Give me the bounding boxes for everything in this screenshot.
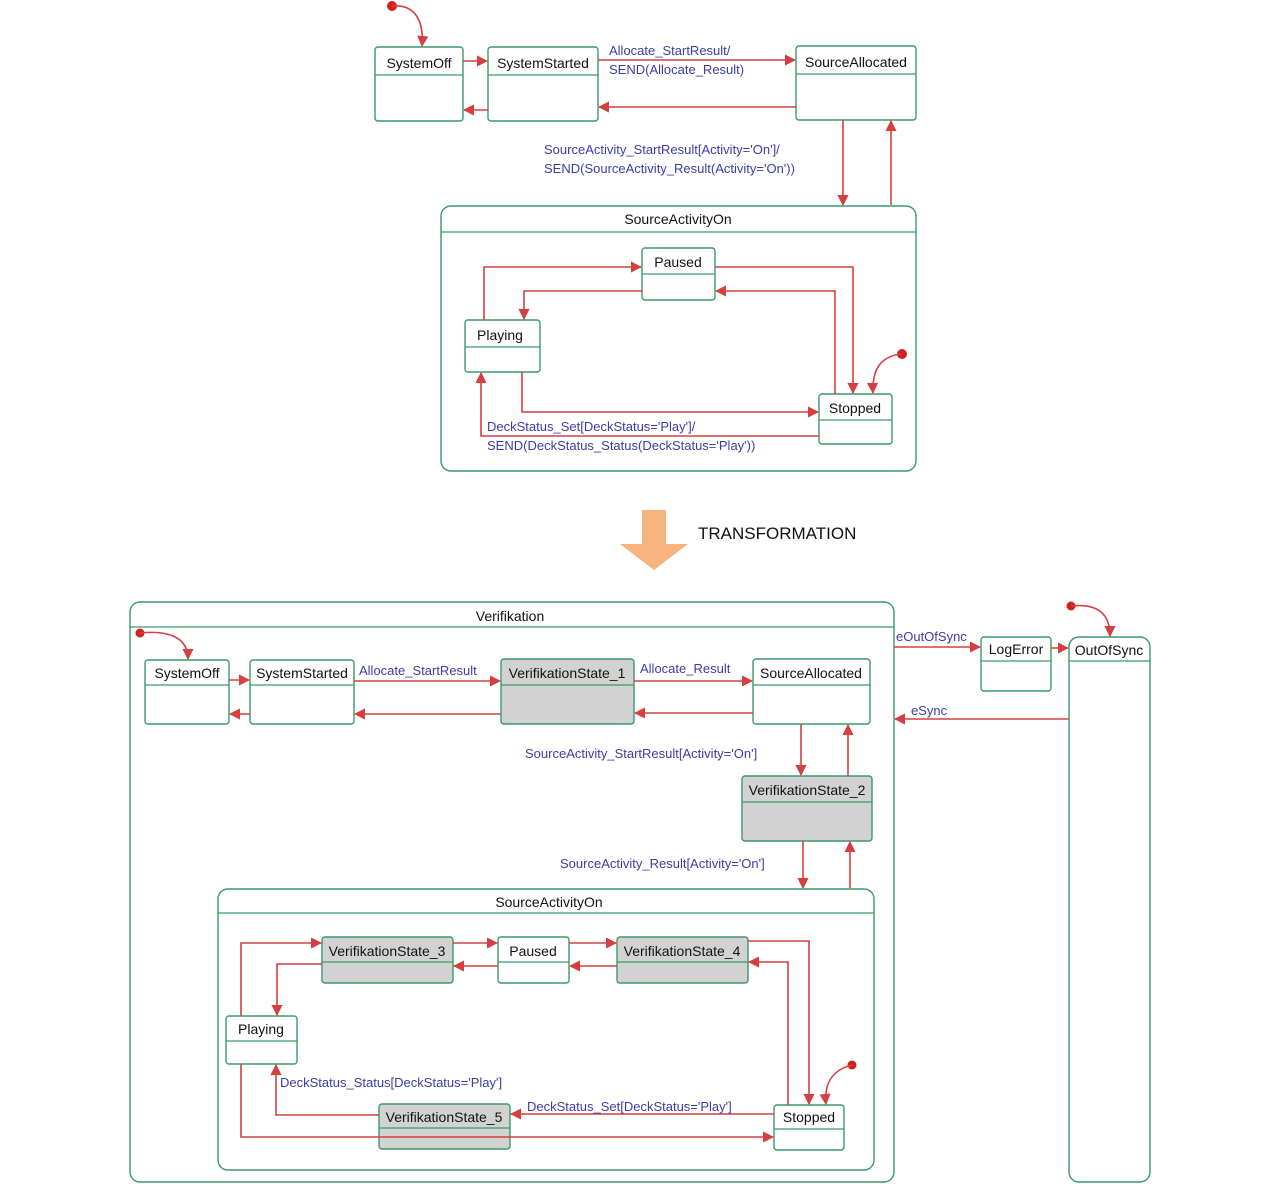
bottom-state-logerror-label: LogError: [989, 641, 1044, 657]
top-state-systemoff-label: SystemOff: [386, 55, 451, 71]
bottom-label-e-sync: eSync: [911, 703, 948, 718]
bottom-state-outofsync-label: OutOfSync: [1075, 642, 1143, 658]
top-state-sourceallocated: SourceAllocated: [795, 45, 917, 121]
bottom-state-systemstarted: SystemStarted: [249, 659, 355, 725]
bottom-state-stopped: Stopped: [773, 1104, 845, 1151]
bottom-state-verif-4-label: VerifikationState_4: [624, 943, 741, 959]
top-label-allocate-1: Allocate_StartResult/: [609, 43, 731, 58]
top-state-sourceactivityon: SourceActivityOn: [440, 205, 917, 472]
bottom-state-verif-2-label: VerifikationState_2: [749, 782, 866, 798]
bottom-state-playing: Playing: [225, 1015, 298, 1065]
bottom-transition-playing-to-verif3: [240, 937, 323, 1016]
bottom-state-systemoff-label: SystemOff: [154, 665, 219, 681]
top-label-allocate-2: SEND(Allocate_Result): [609, 62, 744, 77]
top-transition-stopped-to-playing: [475, 371, 819, 437]
bottom-state-verif-1: VerifikationState_1: [500, 658, 635, 725]
bottom-label-deck-set: DeckStatus_Set[DeckStatus='Play']: [527, 1099, 732, 1114]
bottom-state-verifikation-label: Verifikation: [476, 608, 544, 624]
top-state-playing-label: Playing: [477, 327, 523, 343]
bottom-transition-verif3-to-playing: [271, 963, 322, 1017]
bottom-label-deck-status: DeckStatus_Status[DeckStatus='Play']: [280, 1075, 502, 1090]
bottom-state-systemstarted-label: SystemStarted: [256, 665, 348, 681]
top-state-systemoff: SystemOff: [374, 46, 464, 122]
bottom-state-sourceallocated: SourceAllocated: [752, 658, 871, 725]
top-state-systemstarted: SystemStarted: [487, 46, 599, 122]
top-label-deck-1: DeckStatus_Set[DeckStatus='Play']/: [487, 419, 696, 434]
transformation-label: TRANSFORMATION: [698, 524, 856, 543]
bottom-state-paused-label: Paused: [509, 943, 556, 959]
transformation-arrow: TRANSFORMATION: [620, 510, 856, 570]
bottom-transition-playing-to-stopped: [240, 1064, 775, 1143]
bottom-label-activity-start: SourceActivity_StartResult[Activity='On'…: [525, 746, 757, 761]
top-transition-stopped-to-paused: [714, 285, 836, 394]
bottom-label-activity-result: SourceActivity_Result[Activity='On']: [560, 856, 765, 871]
top-state-stopped-label: Stopped: [829, 400, 881, 416]
top-transition-paused-to-stopped: [715, 266, 859, 395]
top-state-sourceactivityon-label: SourceActivityOn: [624, 211, 731, 227]
bottom-state-stopped-label: Stopped: [783, 1109, 835, 1125]
bottom-state-playing-label: Playing: [238, 1021, 284, 1037]
top-initial-transition-stopped: [866, 353, 903, 395]
bottom-label-allocate-start: Allocate_StartResult: [359, 663, 477, 678]
bottom-state-verif-5: VerifikationState_5: [378, 1103, 511, 1150]
bottom-initial-transition-outofsync: [1070, 604, 1116, 638]
top-initial-transition-systemoff: [391, 5, 429, 48]
bottom-state-verif-2: VerifikationState_2: [741, 775, 873, 842]
top-label-activity-1: SourceActivity_StartResult[Activity='On'…: [544, 142, 780, 157]
top-state-paused: Paused: [641, 247, 716, 301]
top-state-playing: Playing: [464, 319, 541, 373]
bottom-state-verif-4: VerifikationState_4: [616, 936, 749, 984]
top-transition-playing-to-paused: [483, 261, 643, 320]
top-statechart: SystemOff SystemStarted SourceAllocated …: [374, 1, 917, 472]
bottom-state-systemoff: SystemOff: [144, 659, 230, 725]
bottom-transition-verif4-to-stopped: [748, 940, 815, 1106]
top-transition-playing-to-stopped: [521, 372, 820, 418]
top-state-systemstarted-label: SystemStarted: [497, 55, 589, 71]
bottom-label-allocate-result: Allocate_Result: [640, 661, 731, 676]
top-state-paused-label: Paused: [654, 254, 701, 270]
bottom-transition-stopped-to-verif4: [747, 956, 789, 1105]
down-arrow-icon: [620, 510, 688, 570]
bottom-initial-transition-systemoff: [139, 631, 194, 661]
top-state-sourceallocated-label: SourceAllocated: [805, 54, 907, 70]
top-label-activity-2: SEND(SourceActivity_Result(Activity='On'…: [544, 161, 795, 176]
bottom-statechart: Verifikation SystemOff SystemStarted Ver…: [129, 601, 1151, 1183]
bottom-state-verif-3-label: VerifikationState_3: [329, 943, 446, 959]
bottom-state-sourceactivityon-label: SourceActivityOn: [495, 894, 602, 910]
top-transition-paused-to-playing: [518, 290, 642, 321]
top-label-deck-2: SEND(DeckStatus_Status(DeckStatus='Play'…: [487, 438, 755, 453]
top-state-stopped: Stopped: [818, 393, 893, 445]
bottom-state-verif-3: VerifikationState_3: [321, 936, 454, 984]
bottom-state-paused: Paused: [497, 936, 570, 984]
bottom-initial-transition-stopped: [819, 1064, 853, 1106]
bottom-state-verif-5-label: VerifikationState_5: [386, 1109, 503, 1125]
bottom-state-verif-1-label: VerifikationState_1: [509, 665, 626, 681]
bottom-transition-verif5-to-playing: [270, 1063, 379, 1116]
bottom-state-outofsync: OutOfSync: [1068, 636, 1151, 1183]
bottom-state-sourceallocated-label: SourceAllocated: [760, 665, 862, 681]
bottom-state-logerror: LogError: [980, 636, 1052, 692]
bottom-label-e-out-of-sync: eOutOfSync: [896, 629, 967, 644]
